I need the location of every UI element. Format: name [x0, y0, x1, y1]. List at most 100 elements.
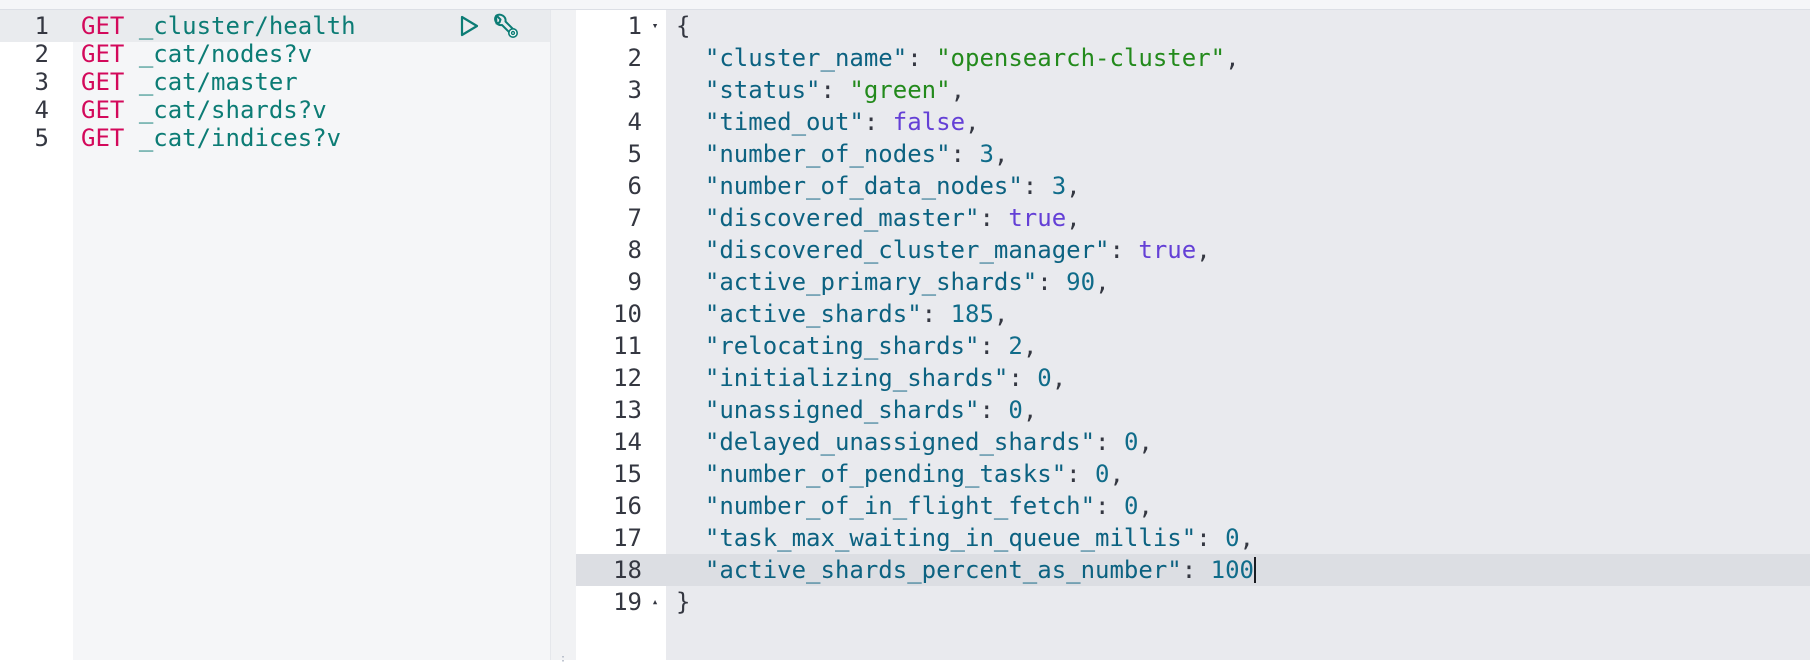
request-line[interactable]: 1 GET _cluster/health — [0, 10, 550, 42]
json-separator: , — [1051, 364, 1067, 392]
response-line[interactable]: 7 "discovered_master": true, — [576, 202, 1810, 234]
response-line[interactable]: 12 "initializing_shards": 0, — [576, 362, 1810, 394]
request-gutter — [0, 10, 73, 660]
response-gutter — [576, 10, 666, 660]
json-separator: , — [1022, 396, 1038, 424]
active-line-highlight — [0, 10, 550, 42]
json-key: "timed_out" — [704, 108, 864, 136]
json-field: "cluster_name": "opensearch-cluster", — [704, 44, 1240, 72]
json-separator: , — [1239, 524, 1254, 552]
json-separator: , — [1066, 172, 1081, 200]
line-number: 16 — [613, 492, 642, 520]
close-brace: } — [676, 588, 691, 616]
line-number: 11 — [613, 332, 642, 360]
response-content[interactable] — [666, 10, 1810, 660]
json-key: "task_max_waiting_in_queue_millis" — [704, 524, 1197, 552]
wrench-icon[interactable] — [490, 12, 520, 40]
json-field: "number_of_data_nodes": 3, — [704, 172, 1081, 200]
json-value: "opensearch-cluster" — [936, 44, 1226, 72]
json-separator: , — [993, 140, 1009, 168]
fold-collapse-icon[interactable]: ▾ — [651, 19, 659, 32]
json-field: "discovered_master": true, — [704, 204, 1081, 232]
response-line[interactable]: 18 "active_shards_percent_as_number": 10… — [576, 554, 1810, 586]
json-value: true — [1008, 204, 1067, 232]
line-number: 7 — [627, 204, 642, 232]
line-number: 4 — [627, 108, 642, 136]
json-value: 100 — [1210, 556, 1254, 584]
json-separator: , — [1066, 204, 1081, 232]
response-line[interactable]: 14 "delayed_unassigned_shards": 0, — [576, 426, 1810, 458]
pane-resize-handle[interactable]: · · — [550, 10, 578, 667]
json-field: "number_of_pending_tasks": 0, — [704, 460, 1124, 488]
request-line[interactable]: 5 GET _cat/indices?v — [0, 122, 550, 154]
response-line[interactable]: 5 "number_of_nodes": 3, — [576, 138, 1810, 170]
json-key: "discovered_cluster_manager" — [704, 236, 1110, 264]
json-field: "active_shards": 185, — [704, 300, 1009, 328]
response-line[interactable]: 9 "active_primary_shards": 90, — [576, 266, 1810, 298]
json-field: "number_of_in_flight_fetch": 0, — [704, 492, 1153, 520]
request-actions — [458, 12, 520, 40]
response-line[interactable]: 8 "discovered_cluster_manager": true, — [576, 234, 1810, 266]
json-field: "relocating_shards": 2, — [704, 332, 1038, 360]
request-line[interactable]: 4 GET _cat/shards?v — [0, 94, 550, 126]
json-value: 185 — [950, 300, 994, 328]
response-line[interactable]: 16 "number_of_in_flight_fetch": 0, — [576, 490, 1810, 522]
response-viewer[interactable]: 1 ▾ {2 "cluster_name": "opensearch-cluster… — [576, 10, 1810, 660]
json-separator: , — [950, 76, 966, 104]
response-line[interactable]: 3 "status": "green", — [576, 74, 1810, 106]
json-value: 0 — [1037, 364, 1052, 392]
line-number: 2 — [627, 44, 642, 72]
response-line[interactable]: 10 "active_shards": 185, — [576, 298, 1810, 330]
json-value: true — [1138, 236, 1197, 264]
open-brace: { — [676, 12, 691, 40]
json-key: "discovered_master" — [704, 204, 980, 232]
request-method: GET — [81, 40, 125, 68]
json-separator: , — [1095, 268, 1110, 296]
line-number: 9 — [627, 268, 642, 296]
json-key: "number_of_in_flight_fetch" — [704, 492, 1096, 520]
request-path: _cat/master — [138, 68, 298, 96]
request-editor[interactable]: 1 GET _cluster/health 2 GET _cat/nodes?v… — [0, 10, 550, 660]
response-line[interactable]: 11 "relocating_shards": 2, — [576, 330, 1810, 362]
response-line[interactable]: 15 "number_of_pending_tasks": 0, — [576, 458, 1810, 490]
json-key: "delayed_unassigned_shards" — [704, 428, 1096, 456]
line-number: 2 — [34, 40, 49, 68]
response-line[interactable]: 2 "cluster_name": "opensearch-cluster", — [576, 42, 1810, 74]
request-editor-content[interactable] — [73, 10, 550, 660]
response-line[interactable]: 1 ▾ { — [576, 10, 1810, 42]
json-value: 3 — [1051, 172, 1067, 200]
line-number: 8 — [627, 236, 642, 264]
line-number: 15 — [613, 460, 642, 488]
response-line[interactable]: 19▴} — [576, 586, 1810, 618]
request-line[interactable]: 2 GET _cat/nodes?v — [0, 38, 550, 70]
json-field: "active_shards_percent_as_number": 100 — [704, 556, 1256, 584]
line-number: 3 — [34, 68, 49, 96]
response-line[interactable]: 17 "task_max_waiting_in_queue_millis": 0… — [576, 522, 1810, 554]
json-key: "active_shards_percent_as_number" — [704, 556, 1182, 584]
json-field: "active_primary_shards": 90, — [704, 268, 1110, 296]
line-number: 1 — [627, 12, 642, 40]
json-value: 0 — [1225, 524, 1240, 552]
json-value: 3 — [979, 140, 994, 168]
request-path: _cluster/health — [138, 12, 356, 40]
response-line[interactable]: 4 "timed_out": false, — [576, 106, 1810, 138]
line-number: 1 — [34, 12, 49, 40]
fold-expand-icon[interactable]: ▴ — [651, 595, 659, 608]
request-path: _cat/nodes?v — [138, 40, 313, 68]
top-toolbar-strip — [0, 0, 1810, 10]
json-key: "active_shards" — [704, 300, 922, 328]
play-icon[interactable] — [458, 14, 480, 38]
json-separator: , — [993, 300, 1009, 328]
json-separator: , — [1109, 460, 1124, 488]
json-key: "cluster_name" — [704, 44, 908, 72]
request-method: GET — [81, 96, 125, 124]
response-line[interactable]: 6 "number_of_data_nodes": 3, — [576, 170, 1810, 202]
request-line[interactable]: 3 GET _cat/master — [0, 66, 550, 98]
response-line[interactable]: 13 "unassigned_shards": 0, — [576, 394, 1810, 426]
json-field: "unassigned_shards": 0, — [704, 396, 1038, 424]
json-field: "number_of_nodes": 3, — [704, 140, 1009, 168]
line-number: 5 — [34, 124, 49, 152]
json-key: "relocating_shards" — [704, 332, 980, 360]
line-number: 13 — [613, 396, 642, 424]
json-separator: , — [1138, 428, 1153, 456]
